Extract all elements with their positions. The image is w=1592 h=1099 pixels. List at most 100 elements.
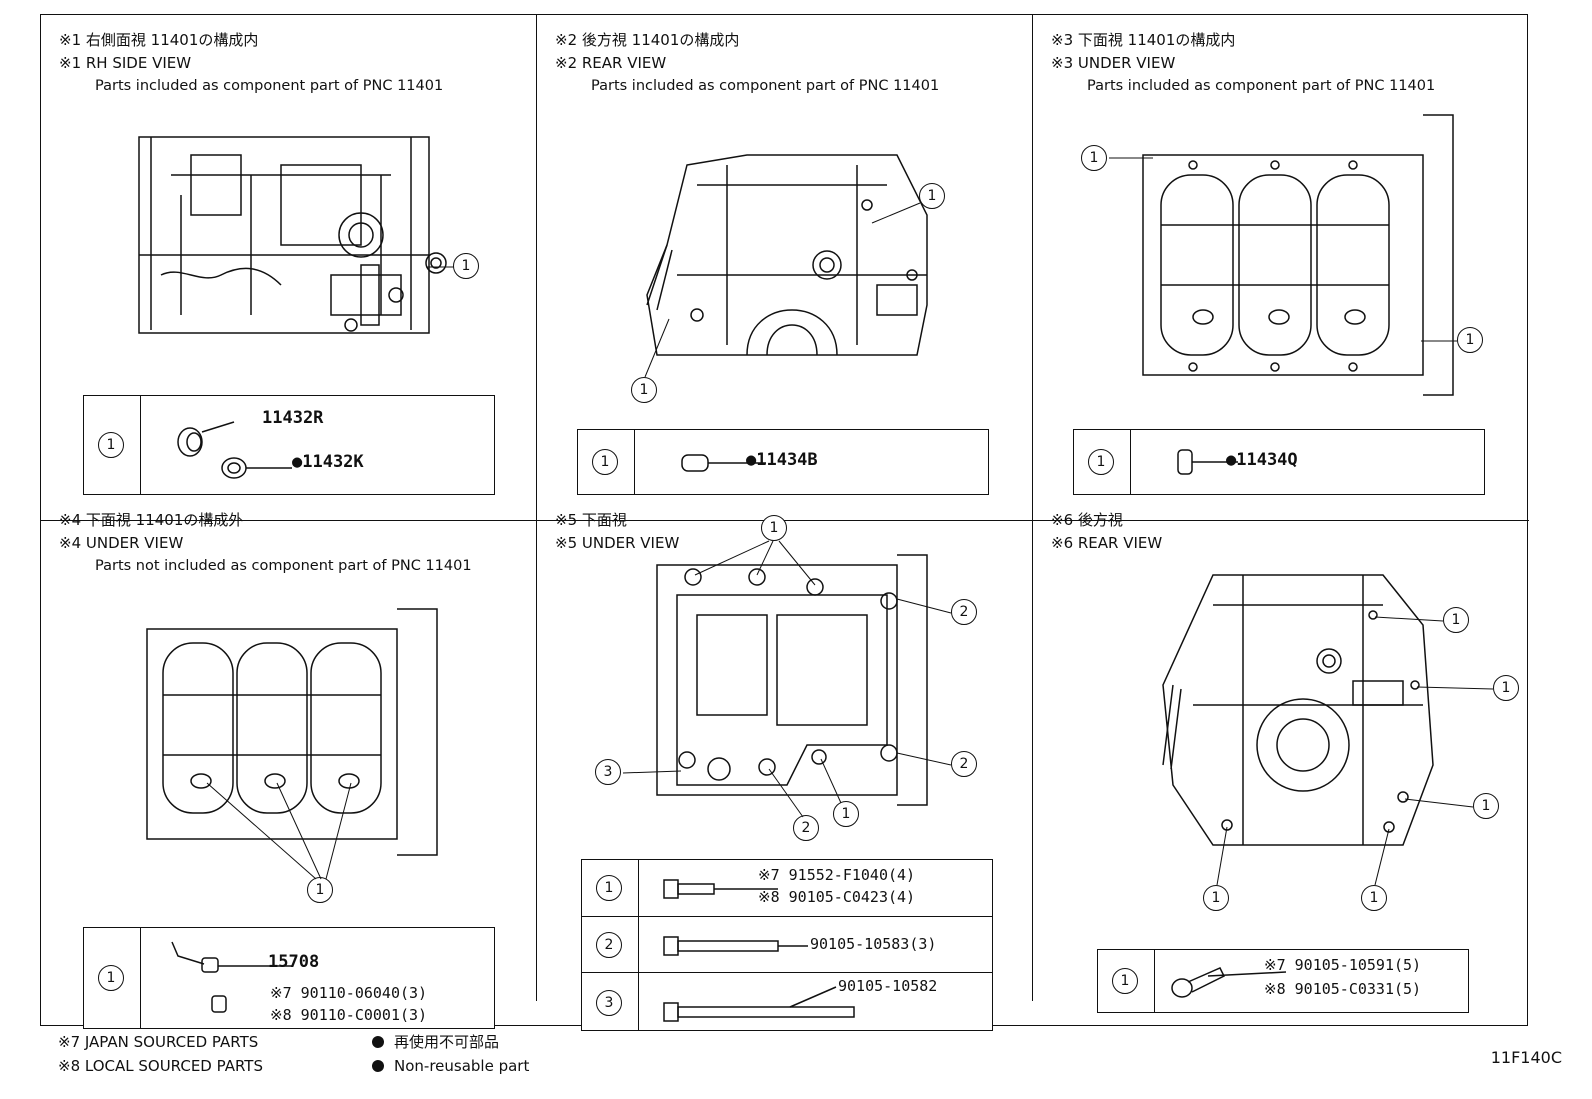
panel-title-en: ※1 RH SIDE VIEW [59, 54, 192, 72]
panel-subtitle: Parts included as component part of PNC … [95, 78, 444, 94]
panel-title-jp: ※5 下面視 [555, 511, 627, 529]
legend-callout-1: 1 [98, 432, 124, 458]
panel-header: ※4 下面視 11401の構成外 ※4 UNDER VIEW Parts not… [59, 509, 472, 578]
leader-lines [622, 540, 952, 818]
oil-pan-under-drawing [656, 554, 928, 806]
callout-1: 1 [1081, 145, 1107, 171]
leader-lines [1216, 616, 1494, 886]
callout-1: 1 [919, 183, 945, 209]
non-reusable-dot-icon [372, 1060, 384, 1072]
parts-diagram-grid: ※1 右側面視 11401の構成内 ※1 RH SIDE VIEW Parts … [40, 14, 1529, 1031]
callout-1: 1 [1457, 327, 1483, 353]
leader-lines [206, 782, 352, 880]
panel-title-en: ※6 REAR VIEW [1051, 534, 1163, 552]
panel-title-jp: ※2 後方視 11401の構成内 [555, 31, 740, 49]
long-bolt-icon [663, 986, 855, 1022]
legend-callout-2: 2 [596, 932, 622, 958]
callout-1: 1 [761, 515, 787, 541]
plug-icon [177, 421, 292, 479]
parts-legend: 1 ●11434B [577, 429, 989, 495]
panel-title-en: ※2 REAR VIEW [555, 54, 667, 72]
panel-title-en: ※3 UNDER VIEW [1051, 54, 1176, 72]
legend-callout-1: 1 [1088, 449, 1114, 475]
panel-subtitle: Parts included as component part of PNC … [1087, 78, 1436, 94]
part-number-91552-F1040: ※7 91552-F1040(4) [758, 866, 916, 884]
panel-title-jp: ※3 下面視 11401の構成内 [1051, 31, 1236, 49]
part-number-90105-10582: 90105-10582 [838, 977, 938, 995]
panel-title-jp: ※4 下面視 11401の構成外 [59, 511, 244, 529]
panel-subtitle: Parts included as component part of PNC … [591, 78, 940, 94]
callout-1: 1 [1473, 793, 1499, 819]
callout-1: 1 [1203, 885, 1229, 911]
callout-1: 1 [631, 377, 657, 403]
part-number-11432K: ●11432K [292, 452, 364, 472]
part-number-11434B: ●11434B [746, 450, 818, 470]
sourcing-notes: ※7 JAPAN SOURCED PARTS ※8 LOCAL SOURCED … [58, 1030, 263, 1078]
legend-callout-1: 1 [1112, 968, 1138, 994]
engine-block-rh-side-drawing [138, 136, 447, 334]
panel-under-view-3: ※3 下面視 11401の構成内 ※3 UNDER VIEW Parts inc… [1033, 15, 1529, 521]
legend-row-3: 3 90105-10582 [582, 972, 992, 1033]
note-local-sourced: ※8 LOCAL SOURCED PARTS [58, 1057, 263, 1075]
oil-jet-icon [171, 941, 292, 1013]
legend-row-1: 1 ※7 91552-F1040(4) ※8 90105-C0423(4) [582, 860, 992, 916]
leader-lines [644, 202, 921, 378]
engine-block-rear-drawing [646, 154, 928, 356]
engine-block-under-drawing [1142, 114, 1454, 396]
engine-block-rear-drawing [1162, 574, 1434, 846]
non-reusable-label-jp: 再使用不可部品 [394, 1033, 500, 1051]
parts-legend: 1 ●11434Q [1073, 429, 1485, 495]
parts-legend: 1 11432R ●11432K [83, 395, 495, 495]
panel-under-view-4: ※4 下面視 11401の構成外 ※4 UNDER VIEW Parts not… [41, 495, 537, 1029]
callout-1: 1 [1443, 607, 1469, 633]
part-number-15708: 15708 [268, 952, 320, 972]
note-japan-sourced: ※7 JAPAN SOURCED PARTS [58, 1033, 259, 1051]
callout-1: 1 [1493, 675, 1519, 701]
flange-bolt-icon [1171, 967, 1287, 998]
panel-rear-view-6: ※6 後方視 ※6 REAR VIEW 1 1 1 1 1 [1033, 495, 1529, 1013]
legend-callout-1: 1 [98, 965, 124, 991]
panel-rear-view: ※2 後方視 11401の構成内 ※2 REAR VIEW Parts incl… [537, 15, 1033, 521]
part-number-11432R: 11432R [262, 408, 324, 428]
parts-legend: 1 ※7 90105-10591(5) ※8 90105-C0331(5) [1097, 949, 1469, 1013]
callout-3: 3 [595, 759, 621, 785]
legend-non-reusable: 再使用不可部品 Non-reusable part [372, 1030, 529, 1078]
part-number-90110-C0001: ※8 90110-C0001(3) [270, 1006, 428, 1024]
long-bolt-icon [663, 936, 808, 956]
panel-header: ※1 右側面視 11401の構成内 ※1 RH SIDE VIEW Parts … [59, 29, 443, 98]
part-number-90105-10583: 90105-10583(3) [810, 935, 937, 953]
panel-title-en: ※4 UNDER VIEW [59, 534, 184, 552]
callout-2: 2 [793, 815, 819, 841]
part-number-90105-C0423: ※8 90105-C0423(4) [758, 888, 916, 906]
callout-1: 1 [1361, 885, 1387, 911]
panel-header: ※2 後方視 11401の構成内 ※2 REAR VIEW Parts incl… [555, 29, 939, 98]
panel-header: ※3 下面視 11401の構成内 ※3 UNDER VIEW Parts inc… [1051, 29, 1435, 98]
flange-bolt-icon [663, 879, 778, 899]
non-reusable-label-en: Non-reusable part [394, 1057, 530, 1075]
part-number-90105-C0331: ※8 90105-C0331(5) [1264, 980, 1422, 998]
legend-row-2: 2 90105-10583(3) [582, 916, 992, 973]
leader-line [426, 266, 454, 268]
part-number-11434Q: ●11434Q [1226, 450, 1298, 470]
callout-1: 1 [453, 253, 479, 279]
callout-2: 2 [951, 751, 977, 777]
callout-1: 1 [833, 801, 859, 827]
panel-title-jp: ※6 後方視 [1051, 511, 1123, 529]
engine-block-under-drawing [146, 608, 438, 856]
dowel-pin-icon [681, 454, 766, 472]
panel-header: ※5 下面視 ※5 UNDER VIEW [555, 509, 679, 555]
legend-callout-1: 1 [596, 875, 622, 901]
panel-title-jp: ※1 右側面視 11401の構成内 [59, 31, 259, 49]
panel-rh-side-view: ※1 右側面視 11401の構成内 ※1 RH SIDE VIEW Parts … [41, 15, 537, 521]
panel-under-view-5: ※5 下面視 ※5 UNDER VIEW 1 2 3 2 1 2 [537, 495, 1033, 1031]
part-number-90110-06040: ※7 90110-06040(3) [270, 984, 428, 1002]
callout-2: 2 [951, 599, 977, 625]
legend-callout-3: 3 [596, 990, 622, 1016]
panel-subtitle: Parts not included as component part of … [95, 558, 472, 574]
leader-lines [1109, 157, 1457, 342]
panel-header: ※6 後方視 ※6 REAR VIEW [1051, 509, 1162, 555]
panel-title-en: ※5 UNDER VIEW [555, 534, 680, 552]
non-reusable-dot-icon [372, 1036, 384, 1048]
dowel-pin-icon [1177, 449, 1238, 475]
part-number-90105-10591: ※7 90105-10591(5) [1264, 956, 1422, 974]
